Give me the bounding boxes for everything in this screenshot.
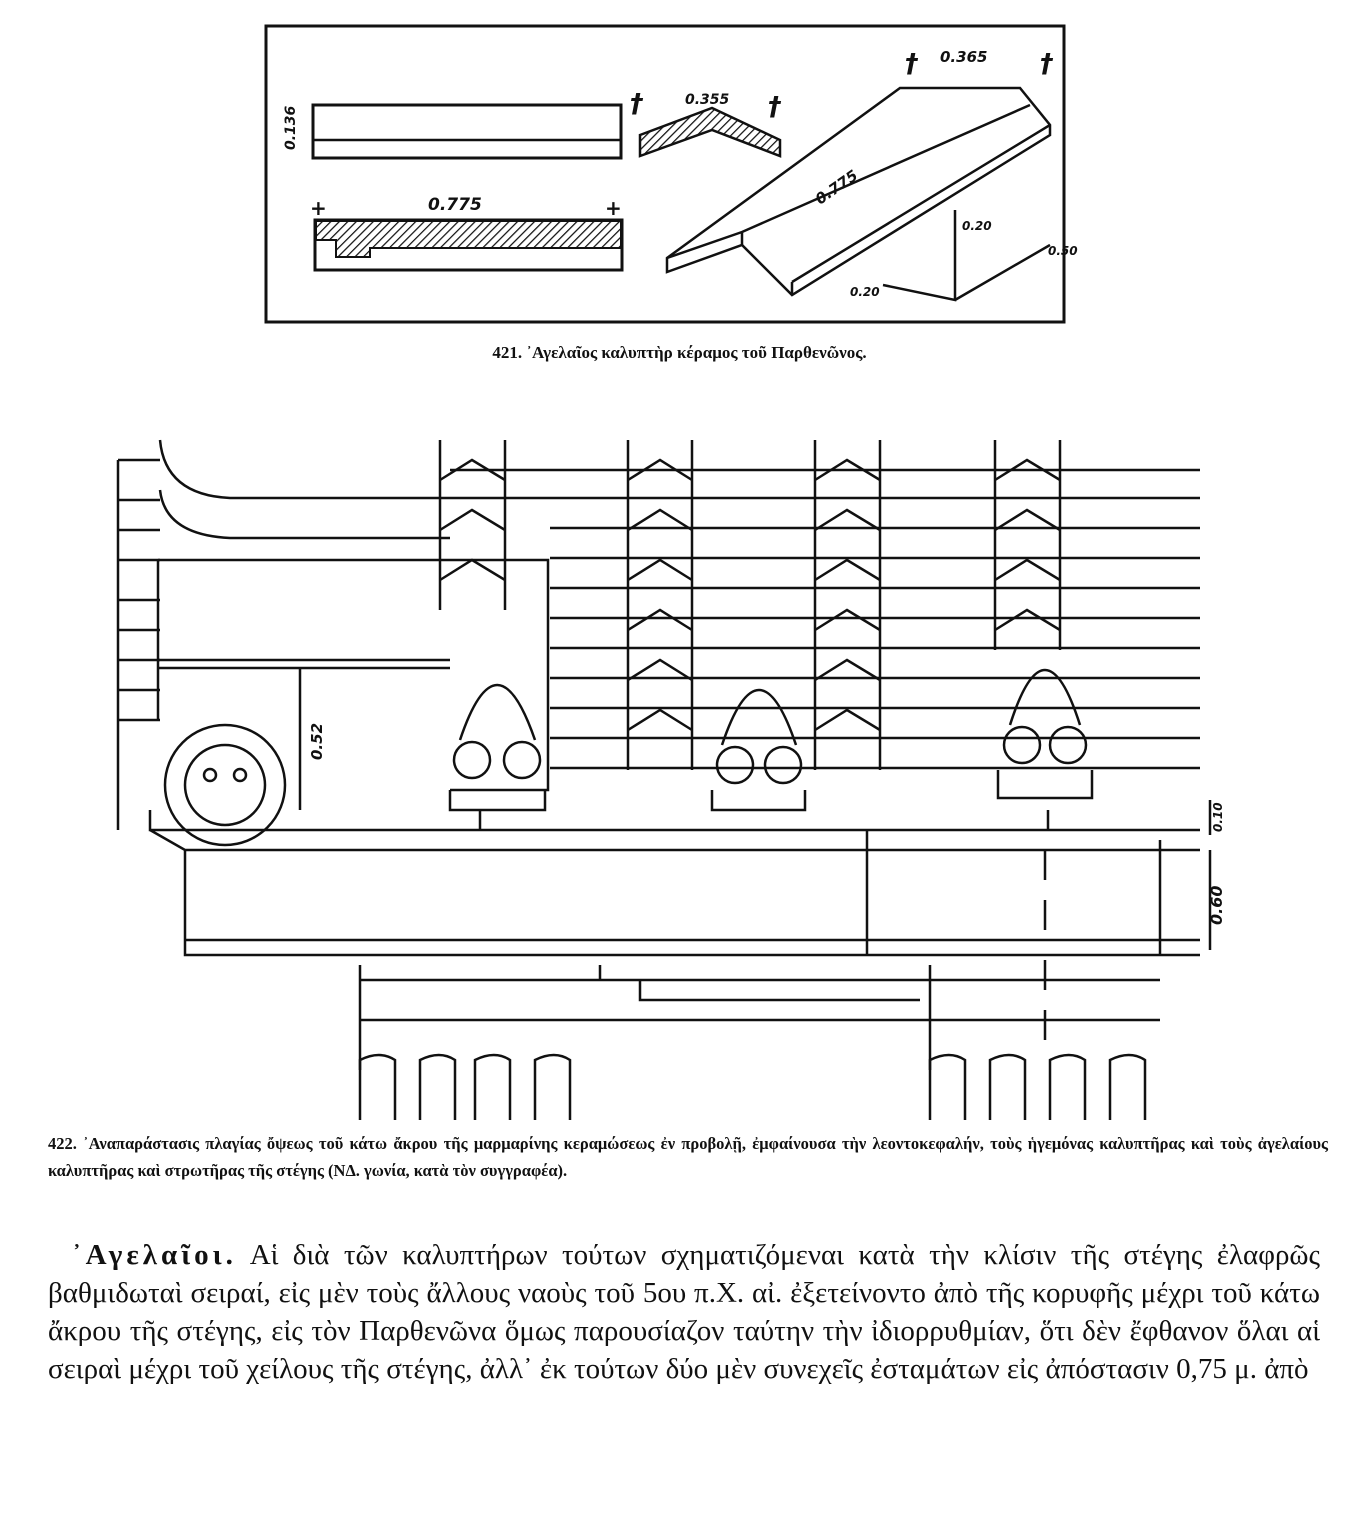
- cover-tile-columns: [438, 440, 1062, 770]
- dim-a: 0.20: [962, 219, 992, 233]
- dim-b: 0.50: [1048, 244, 1078, 258]
- tile-perspective-view: [665, 86, 1052, 302]
- figure-422-caption: 422. ᾿Αναπαράστασις πλαγίας ὄψεως τοῦ κά…: [48, 1134, 1328, 1180]
- figure-frame: [264, 24, 1066, 324]
- cornice: [148, 800, 1212, 1120]
- figure-421-tile-drawing: 0.136 + + 0.775 † † 0.355 † † 0.365 0.77…: [264, 24, 1078, 324]
- svg-text:†: †: [630, 89, 644, 119]
- body-paragraph: ᾿Αγελαῖοι. Αἱ διὰ τῶν καλυπτήρων τούτων …: [48, 1236, 1320, 1388]
- corner-block: [116, 439, 550, 830]
- tile-cross-section: † †: [630, 89, 782, 158]
- dim-width-top: 0.365: [940, 48, 987, 66]
- figure-422-roof-elevation: 0.52 0.10 0.60: [116, 439, 1226, 1120]
- svg-text:†: †: [768, 92, 782, 122]
- antefixes: [448, 668, 1094, 812]
- dim-height: 0.136: [283, 105, 299, 150]
- svg-text:†: †: [905, 49, 919, 79]
- svg-text:+: +: [605, 196, 622, 220]
- lion-head-spout: [163, 723, 287, 847]
- dim-c: 0.20: [850, 285, 880, 299]
- figure-421-caption: 421. ᾿Αγελαῖος καλυπτὴρ κέραμος τοῦ Παρθ…: [492, 343, 867, 362]
- dim-length-plan: 0.775: [428, 195, 482, 215]
- svg-text:†: †: [1040, 49, 1054, 79]
- svg-text:+: +: [310, 196, 327, 220]
- dim-length-persp: 0.775: [812, 166, 861, 208]
- body-text: Αἱ διὰ τῶν καλυπτήρων τούτων σχηματιζόμε…: [48, 1239, 1320, 1385]
- tile-long-section: + +: [310, 196, 624, 272]
- dim-cornice-height: 0.60: [1207, 886, 1226, 925]
- dim-lion-height: 0.52: [308, 723, 326, 760]
- dim-width-section: 0.355: [685, 92, 730, 108]
- tile-plan-view: [311, 103, 623, 160]
- dim-cornice-top: 0.10: [1211, 802, 1225, 832]
- section-heading: ᾿Αγελαῖοι.: [72, 1239, 237, 1271]
